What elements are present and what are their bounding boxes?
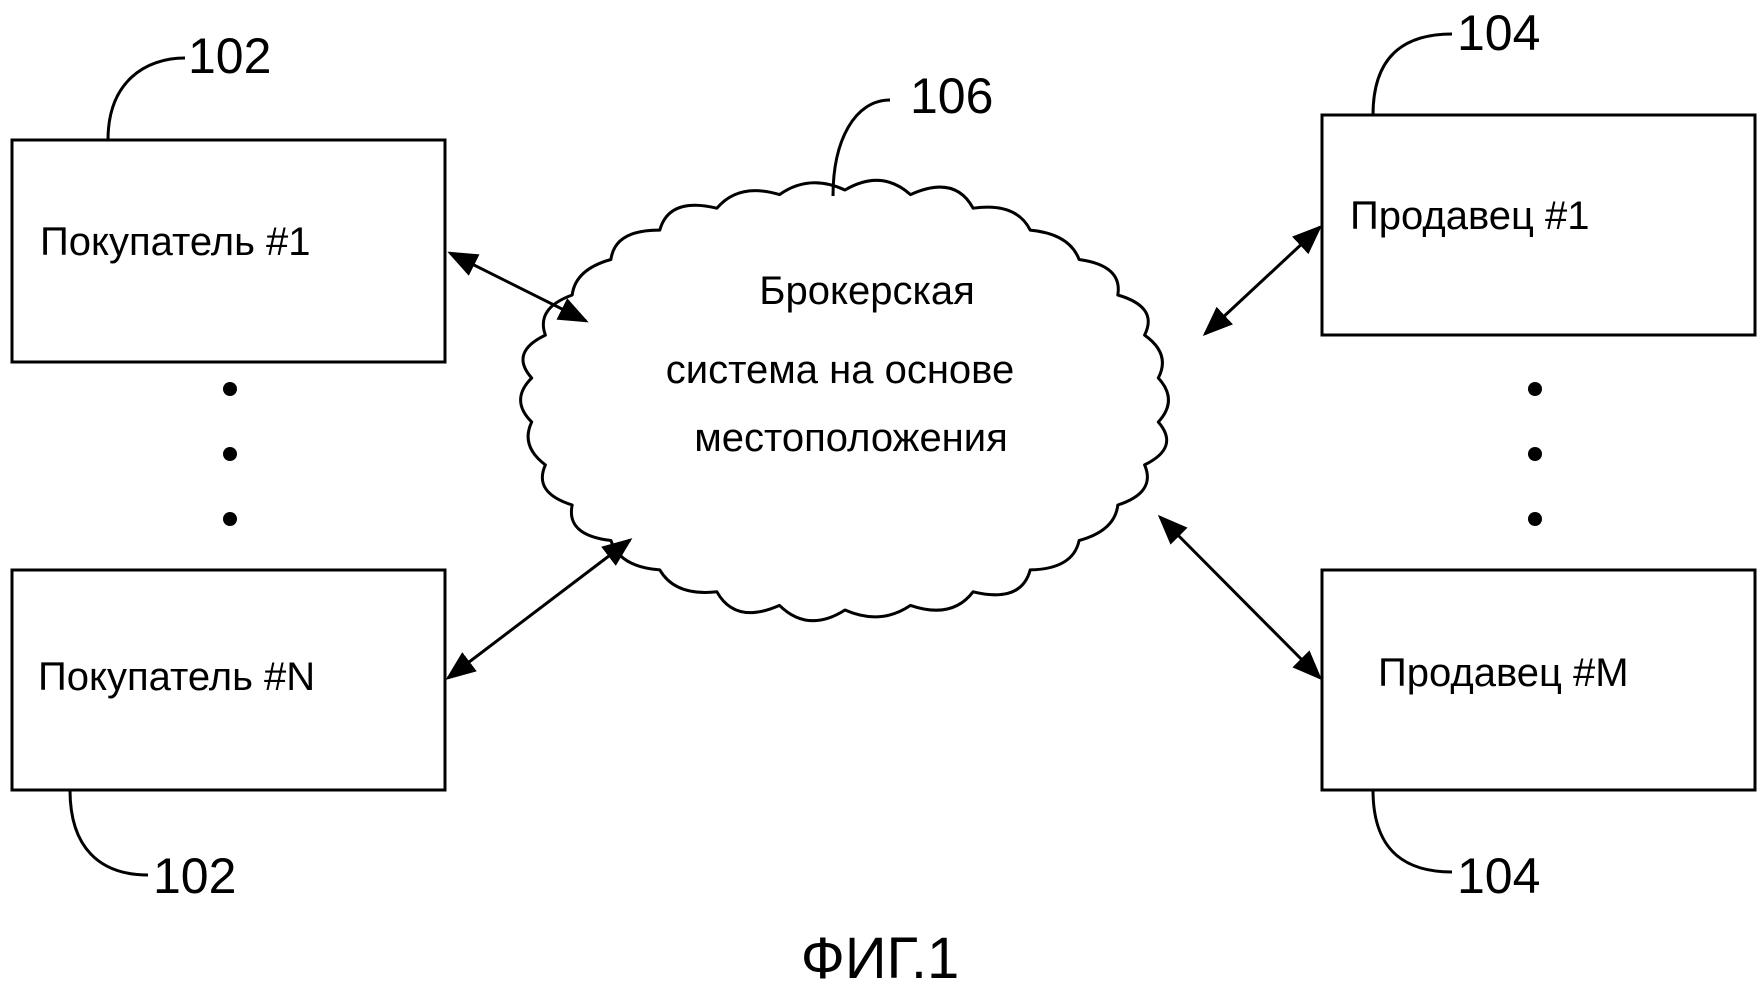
seller-ellipsis-dot xyxy=(1528,512,1542,526)
seller-1-ref-leader xyxy=(1373,34,1452,115)
seller-m-broker-connector xyxy=(1160,517,1320,678)
broker-system-cloud xyxy=(521,180,1169,620)
buyer-1-ref-number: 102 xyxy=(188,28,271,84)
seller-m-ref-leader xyxy=(1373,790,1452,872)
seller-m-label: Продавец #M xyxy=(1378,651,1629,695)
seller-1-label: Продавец #1 xyxy=(1350,194,1590,238)
broker-ref-number: 106 xyxy=(910,68,993,124)
buyer-n-broker-connector xyxy=(448,540,630,678)
seller-1-broker-connector xyxy=(1205,227,1320,334)
buyer-ellipsis-dot xyxy=(223,382,237,396)
buyer-ellipsis-dot xyxy=(223,447,237,461)
broker-label-line-3: местоположения xyxy=(694,416,1008,460)
broker-label-line-2: система на основе xyxy=(666,348,1014,392)
buyer-1-label: Покупатель #1 xyxy=(40,220,311,264)
buyer-ellipsis-dot xyxy=(223,512,237,526)
buyer-n-ref-leader xyxy=(70,790,148,875)
buyer-n-ref-number: 102 xyxy=(153,848,236,904)
seller-ellipsis-dot xyxy=(1528,447,1542,461)
seller-1-ref-number: 104 xyxy=(1457,5,1540,61)
seller-m-ref-number: 104 xyxy=(1457,848,1540,904)
buyer-1-ref-leader xyxy=(108,58,185,140)
buyer-1-broker-connector xyxy=(450,253,586,321)
seller-ellipsis-dot xyxy=(1528,382,1542,396)
buyer-n-label: Покупатель #N xyxy=(38,655,315,699)
broker-label-line-1: Брокерская xyxy=(759,269,974,313)
figure-caption: ФИГ.1 xyxy=(801,926,959,990)
